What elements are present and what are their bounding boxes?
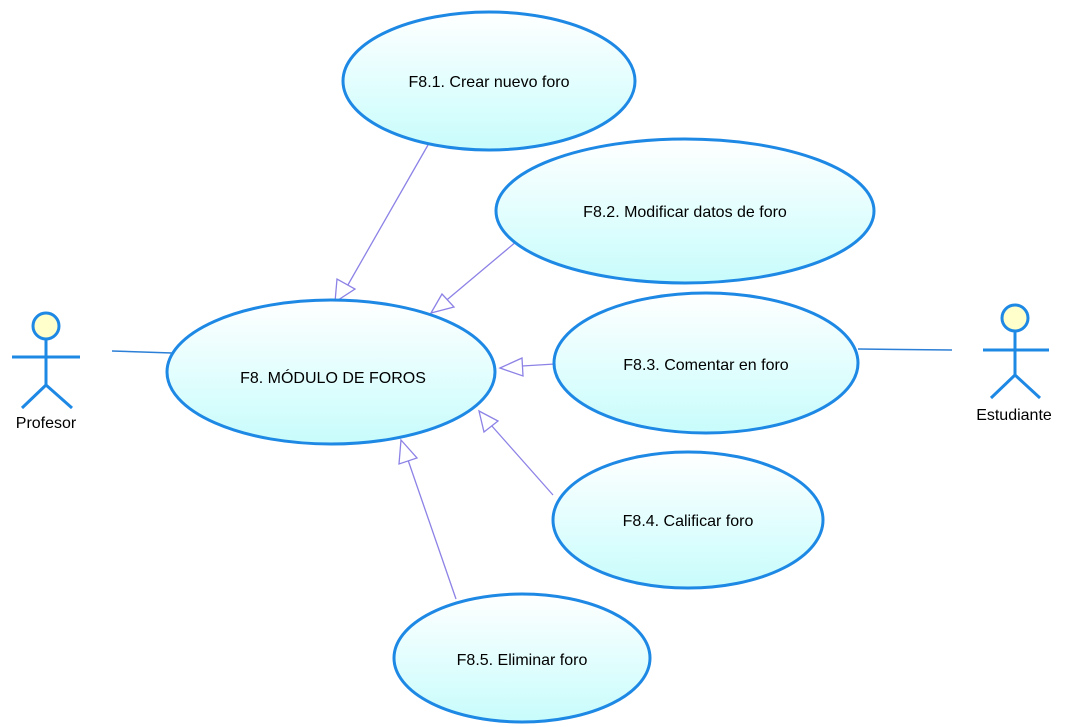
generalization-f8-3 — [498, 357, 556, 377]
use-case-f8-1[interactable]: F8.1. Crear nuevo foro — [341, 10, 637, 152]
generalization-f8-2 — [429, 240, 518, 315]
actor-profesor-head-icon — [31, 311, 61, 341]
use-case-f8-3-label: F8.3. Comentar en foro — [623, 357, 789, 374]
use-case-f8-1-label: F8.1. Crear nuevo foro — [409, 74, 570, 91]
use-case-f8-5-label: F8.5. Eliminar foro — [457, 652, 588, 669]
use-case-f8-5[interactable]: F8.5. Eliminar foro — [392, 592, 652, 724]
use-case-f8-4-label: F8.4. Calificar foro — [623, 513, 754, 530]
use-case-f8-2[interactable]: F8.2. Modificar datos de foro — [494, 137, 876, 285]
use-case-f8-label: F8. MÓDULO DE FOROS — [240, 368, 426, 387]
actor-estudiante[interactable] — [983, 303, 1049, 400]
generalization-f8-1 — [334, 144, 429, 304]
actor-estudiante-head-icon — [1000, 303, 1030, 333]
association-profesor-line — [111, 350, 173, 354]
actor-estudiante-label: Estudiante — [976, 407, 1052, 424]
use-case-f8-3[interactable]: F8.3. Comentar en foro — [552, 291, 860, 435]
actor-profesor[interactable] — [12, 311, 80, 410]
association-estudiante-line — [857, 348, 953, 351]
generalization-f8-5 — [398, 438, 457, 600]
use-case-f8-2-label: F8.2. Modificar datos de foro — [583, 204, 787, 221]
use-case-f8-4[interactable]: F8.4. Calificar foro — [551, 450, 825, 590]
generalization-f8-4 — [478, 409, 554, 496]
use-case-f8[interactable]: F8. MÓDULO DE FOROS — [165, 298, 497, 446]
actor-profesor-label: Profesor — [16, 415, 77, 432]
